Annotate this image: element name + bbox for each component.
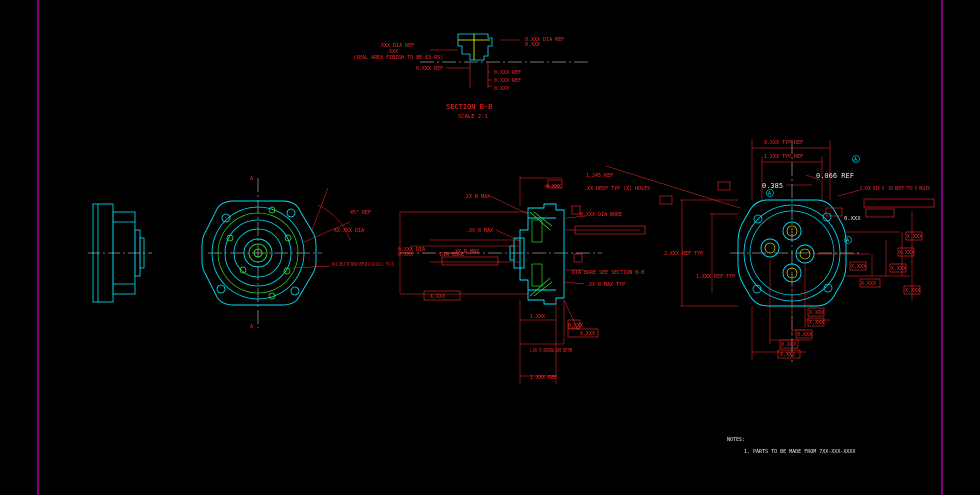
callout: DIA BORE xyxy=(440,252,464,258)
dim-label: 0.XXX REF xyxy=(494,78,521,84)
dia-label: XX.XXX DIA xyxy=(334,228,364,234)
gdt-frames xyxy=(423,179,646,338)
callout: 1.XXX REF TYP xyxy=(696,274,735,280)
callout: 0.XXX xyxy=(398,252,413,258)
port-holes xyxy=(760,221,815,283)
callout: 1.245 REF xyxy=(586,173,613,179)
callout: 0.XXX TYP REF xyxy=(764,140,803,146)
callout: X.XXX xyxy=(780,352,795,358)
callout: 0.XXX xyxy=(546,184,561,190)
callout: X.XXX xyxy=(861,281,876,287)
callout: X.XXX xyxy=(905,288,920,294)
section-b-title: SECTION B-B xyxy=(446,103,492,111)
callout: X.XXX xyxy=(891,266,906,272)
section-marker-top: A xyxy=(250,176,253,182)
callout: X.XXX xyxy=(899,250,914,256)
bolt-circle-holes xyxy=(226,206,292,300)
callout: 0.XXX xyxy=(797,332,812,338)
callout: 2.XXX REF TYP xyxy=(664,251,703,257)
callout: 0.XXX xyxy=(844,216,861,222)
callout: X.XXX xyxy=(580,331,595,337)
callout: X.XXX xyxy=(809,310,824,316)
sheet-border xyxy=(37,0,943,495)
angle-label: 45° REF xyxy=(350,210,371,216)
datum-label: A xyxy=(846,238,849,244)
section-b-detail: .XXX DIA REF .XXX (SEAL AREA FINISH TO B… xyxy=(353,33,590,120)
callout: 1.XXX TO BEARING BORE BOTTOM xyxy=(530,348,572,354)
callout: X.XXX xyxy=(809,320,824,326)
datum-label: A xyxy=(854,157,857,163)
notes-heading: NOTES: xyxy=(727,437,745,443)
callout: X.XXX xyxy=(851,264,866,270)
callout: X.XXX xyxy=(430,294,445,300)
callout: .XX R MAX xyxy=(466,228,493,234)
dim-label: (SEAL AREA FINISH TO BE 63-RS) xyxy=(353,55,443,61)
notes-line: 1. PARTS TO BE MADE FROM 7XX-XXX-XXXX xyxy=(744,449,855,455)
callout-0385: 0.385 xyxy=(762,182,783,190)
section-view: .XX R MAX 1.245 REF 0.XXX .XX R MAX .XX … xyxy=(398,173,650,384)
callout: 0.XXX DIA BORE xyxy=(580,212,622,218)
dim-label: 0.XXX REF xyxy=(494,70,521,76)
callout: .XX R MAX TYP xyxy=(586,282,625,288)
callout: .XX R MAX xyxy=(452,249,479,255)
dim-label: 0.XXX xyxy=(494,86,509,92)
dim-label: .XXX DIA REF xyxy=(378,43,414,49)
side-gdt-frames xyxy=(659,181,935,359)
callout: 1.XXX REF xyxy=(530,375,557,381)
dim-label: .XXX xyxy=(386,49,398,55)
callout: 0.XXX DIA xyxy=(398,247,425,253)
callout: 1.XXX TYP REF xyxy=(764,154,803,160)
notes-block: NOTES: 1. PARTS TO BE MADE FROM 7XX-XXX-… xyxy=(727,437,855,455)
side-view: A A A 0.XXX TYP REF 1.XXX TYP REF 0.385 … xyxy=(605,140,935,362)
section-b-scale: SCALE 2:1 xyxy=(458,114,488,120)
callout: 1.XXX xyxy=(530,314,545,320)
dim-label: 0.XXX xyxy=(525,42,540,48)
callout: 0.XXX xyxy=(568,323,583,329)
callout-0066-ref: 0.066 REF xyxy=(816,172,854,180)
left-side-profile xyxy=(88,203,152,303)
callout: .XX R MAX xyxy=(463,194,490,200)
thread-note: #10-32 UNF-2B TAP THROUGH DEPTH ON A X.X… xyxy=(332,262,394,268)
callout: X.XXX DIA X .XX DEEP TYP X HOLES xyxy=(860,186,930,192)
datum-label: A xyxy=(768,191,771,197)
front-view: A A 45° REF XX.XXX DIA #10-32 UNF-2B TAP… xyxy=(201,176,394,330)
dim-label: 0.XXX DIA REF xyxy=(525,37,564,43)
callout: .XX DEEP TYP (X) HOLES xyxy=(584,186,650,192)
callout: X.XXX xyxy=(781,342,796,348)
section-marker-bottom: A xyxy=(250,324,253,330)
callout: X.XXX xyxy=(907,234,922,240)
dim-label: 0.XXX REF xyxy=(416,66,443,72)
flange-mount-holes xyxy=(216,208,300,296)
callout: DIA BORE SEE SECTION B-B xyxy=(572,270,644,276)
